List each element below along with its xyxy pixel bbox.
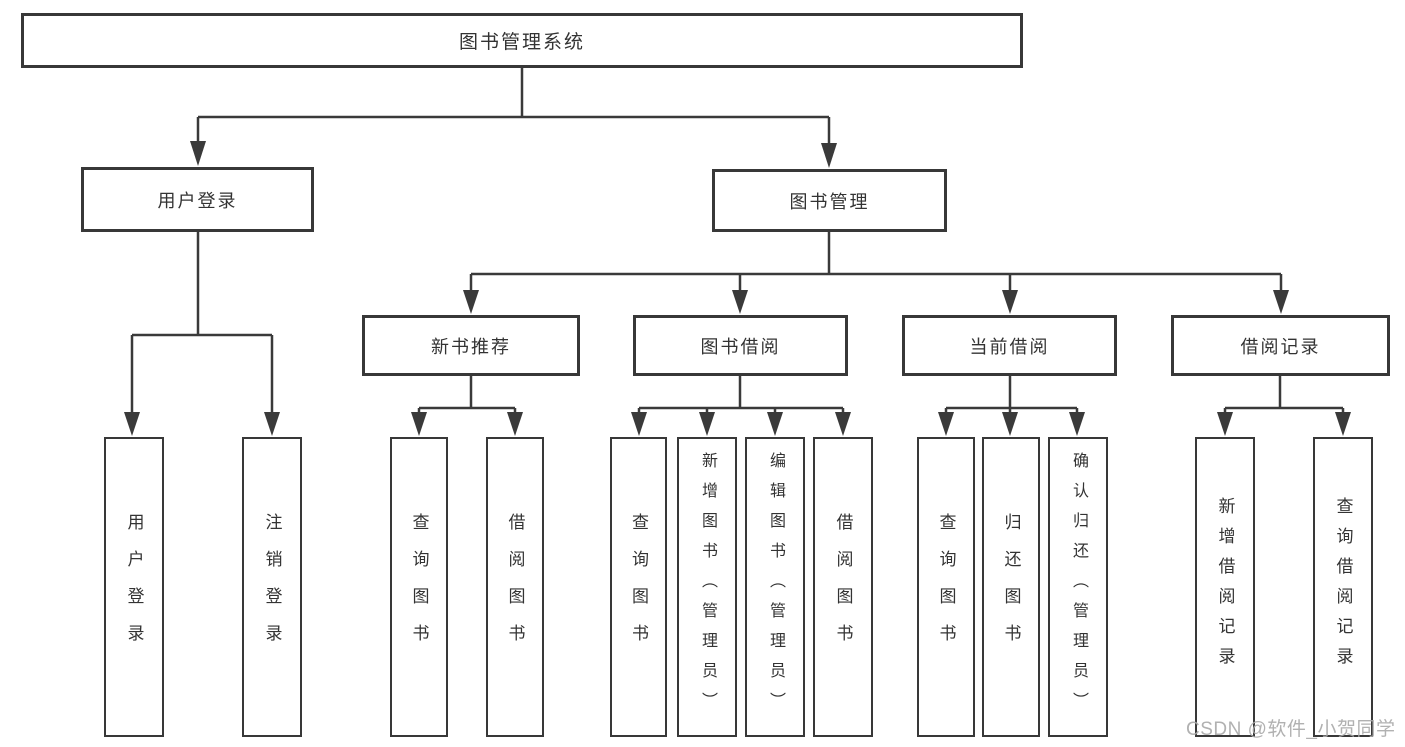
node-book-management-label: 图书管理 — [789, 191, 870, 212]
leaf-logout: 注销登录 — [242, 437, 302, 737]
leaf-query-borrow-record: 查询借阅记录 — [1313, 437, 1373, 737]
leaf-query-books-borrowing: 查询图书 — [610, 437, 667, 737]
leaf-return-books-label: 归还图书 — [1001, 513, 1021, 661]
leaf-query-books-current-label: 查询图书 — [936, 513, 956, 661]
leaf-borrow-books-borrowing-label: 借阅图书 — [833, 513, 853, 661]
connector-root-to-level2 — [196, 68, 831, 146]
leaf-confirm-return-admin: 确认归还（管理员） — [1048, 437, 1108, 737]
leaf-borrow-books-borrowing: 借阅图书 — [813, 437, 873, 737]
connector-book-borrowing-bus — [637, 376, 845, 414]
leaf-add-books-admin: 新增图书（管理员） — [677, 437, 737, 737]
node-book-borrowing-label: 图书借阅 — [700, 336, 781, 357]
node-root: 图书管理系统 — [21, 13, 1023, 68]
leaf-query-borrow-record-label: 查询借阅记录 — [1333, 497, 1353, 677]
arrowheads — [124, 141, 1351, 436]
leaf-add-borrow-record: 新增借阅记录 — [1195, 437, 1255, 737]
leaf-query-books-current: 查询图书 — [917, 437, 975, 737]
node-borrowing-records: 借阅记录 — [1171, 315, 1390, 376]
node-current-borrowing: 当前借阅 — [902, 315, 1117, 376]
watermark: CSDN @软件_小贺同学 — [1186, 719, 1396, 740]
node-book-borrowing: 图书借阅 — [633, 315, 848, 376]
connector-borrowing-records-bus — [1223, 376, 1345, 414]
leaf-confirm-return-admin-label: 确认归还（管理员） — [1070, 452, 1087, 722]
connector-user-login-bus — [130, 232, 274, 414]
connector-book-management-bus — [469, 232, 1283, 292]
leaf-query-books-recommendation-label: 查询图书 — [409, 513, 429, 661]
node-current-borrowing-label: 当前借阅 — [969, 336, 1050, 357]
leaf-add-books-admin-label: 新增图书（管理员） — [699, 452, 716, 722]
connector-new-book-recommendation-bus — [417, 376, 517, 414]
leaf-borrow-books-recommendation-label: 借阅图书 — [505, 513, 525, 661]
leaf-query-books-recommendation: 查询图书 — [390, 437, 448, 737]
leaf-return-books: 归还图书 — [982, 437, 1040, 737]
node-root-label: 图书管理系统 — [458, 32, 585, 53]
leaf-user-login-label: 用户登录 — [124, 513, 144, 661]
leaf-edit-books-admin: 编辑图书（管理员） — [745, 437, 805, 737]
leaf-borrow-books-recommendation: 借阅图书 — [486, 437, 544, 737]
node-user-login-label: 用户登录 — [157, 190, 238, 211]
node-borrowing-records-label: 借阅记录 — [1240, 336, 1321, 357]
node-new-book-recommendation: 新书推荐 — [362, 315, 580, 376]
node-new-book-recommendation-label: 新书推荐 — [431, 336, 511, 357]
leaf-add-borrow-record-label: 新增借阅记录 — [1215, 497, 1235, 677]
node-user-login: 用户登录 — [81, 167, 314, 232]
node-book-management: 图书管理 — [712, 169, 947, 232]
connector-current-borrowing-bus — [944, 376, 1079, 414]
leaf-logout-label: 注销登录 — [262, 513, 282, 661]
leaf-edit-books-admin-label: 编辑图书（管理员） — [767, 452, 784, 722]
leaf-user-login: 用户登录 — [104, 437, 164, 737]
leaf-query-books-borrowing-label: 查询图书 — [629, 513, 648, 661]
